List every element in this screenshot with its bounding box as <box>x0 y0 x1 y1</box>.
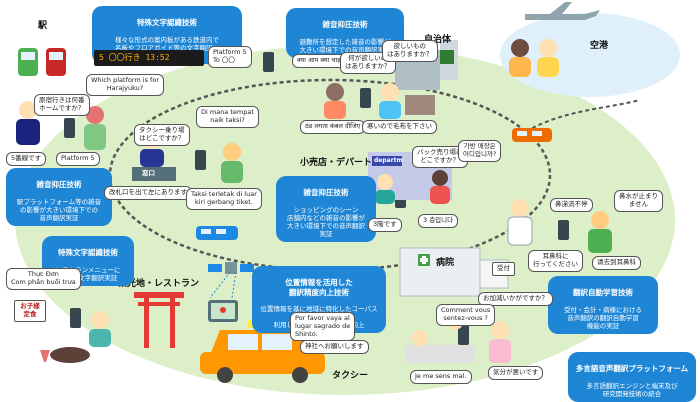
airport-area <box>500 13 680 97</box>
tech-sign-recognition-title: 特殊文字認識技術 <box>137 18 197 28</box>
bubble-platform5: Platform 5 <box>56 152 100 166</box>
tech-noise-shop: 雑音抑圧技術 ショッピングのシーン 店舗内などの雑音の影響が 大きい環境下での音… <box>276 176 376 243</box>
hospital-doctor <box>507 199 612 253</box>
tech-menu-recognition-body: レストランメニューに おける文字翻訳実証 <box>55 265 121 282</box>
departure-board: 5 〇〇行き 13:52 <box>94 50 204 66</box>
bubble-want2-ja: 欲しいもの はありますか？ <box>382 40 438 62</box>
taxi-car <box>200 320 325 383</box>
tech-noise-shop-body: ショッピングのシーン 店舗内などの雑音の影響が 大きい環境下での音声翻訳 実証 <box>287 205 365 238</box>
restaurant-scene <box>40 311 111 363</box>
bubble-ent-ja: 耳鼻科に 行ってください <box>528 250 583 272</box>
tech-platform-title: 多言語音声翻訳プラットフォーム <box>575 364 689 374</box>
label-local-gov: 自治体 <box>424 35 452 45</box>
reception-sign: 受付 <box>492 262 515 276</box>
bubble-nose-ja: 鼻水が止まり ません <box>614 190 663 212</box>
label-station: 駅 <box>38 21 48 31</box>
bubble-pt-q: Por favor vaya al lugar sagrado de Shint… <box>290 312 356 342</box>
tech-platform: 多言語音声翻訳プラットフォーム 多言語翻訳エンジンと端末及び 研究開発技術の統合 <box>568 352 696 402</box>
airplane-icon <box>525 2 600 20</box>
bubble-ent-cn: 请去到耳鼻科 <box>592 256 641 270</box>
bubble-how-feel-ja: お加減いかがですか？ <box>478 292 553 306</box>
blue-train-bottom <box>196 226 238 240</box>
bubble-fr-q: Comment vous sentez-vous ? <box>436 304 496 326</box>
department-store <box>368 152 452 204</box>
bubble-which-platform: Which platform is for Harajyuku? <box>86 74 164 96</box>
station-staff <box>16 101 106 150</box>
label-airport: 空港 <box>590 41 609 51</box>
tech-platform-body: 多言語翻訳エンジンと端末及び 研究開発技術の統合 <box>586 381 678 398</box>
bubble-hindi-a: ठंड लगता कंबल दीजिए <box>300 120 366 134</box>
airport-travellers <box>509 39 559 77</box>
station-trains <box>18 48 66 76</box>
label-sightseeing: 観光地・レストラン <box>118 279 200 289</box>
bubble-indo-q: Di mana tempat naik taksi? <box>196 106 259 128</box>
bubble-want-ja: 何が欲しいの はありますか？ <box>340 52 396 74</box>
bubble-korean-a: 3 층입니다 <box>418 214 459 228</box>
tech-location-title: 位置情報を活用した 翻訳精度向上技術 <box>285 278 353 297</box>
bubble-harajuku-ja: 原宿行きは何番 ホームですか？ <box>34 94 90 116</box>
bubble-viet-menu: Thực Đơn Com phần buổi trưa <box>6 268 81 290</box>
bubble-platform5-phone: Platform 5 To 〇〇 <box>208 46 252 68</box>
rail-to-airport <box>519 99 641 136</box>
tech-auto-learn-body: 受付・会計・病棟における 音声翻訳の翻訳自動学習 機能の実証 <box>564 305 642 330</box>
label-taxi: タクシー <box>332 371 369 381</box>
bubble-indo-a: Taksi terletak di luar kiri gerbang tike… <box>186 188 262 210</box>
bubble-nose-cn: 鼻涕流不停 <box>550 198 593 212</box>
bubble-third-floor-ja: 3階です <box>368 218 402 232</box>
bubble-fr-a: Je me sens mal. <box>410 370 472 384</box>
window-label: 窓口 <box>142 169 155 177</box>
tech-auto-learn-title: 翻訳自動学習技術 <box>573 288 633 298</box>
menu-card: お子様 定食 <box>14 300 46 322</box>
bubble-korean-q: 가방 매장은 어디입니까? <box>458 140 502 162</box>
tech-noise-shop-title: 雑音抑圧技術 <box>303 188 349 198</box>
bubble-ticket-gate-ja: 改札口を出て左にあります <box>104 186 192 200</box>
tech-noise-station-body: 駅プラットフォーム等の雑音 の影響が大きい環境下での 音声翻訳実証 <box>16 197 102 222</box>
tech-noise-station: 雑音抑圧技術 駅プラットフォーム等の雑音 の影響が大きい環境下での 音声翻訳実証 <box>6 168 112 226</box>
bubble-shrine-ja: 神社へお願いします <box>300 340 369 354</box>
tech-noise-gov-title: 雑音抑圧技術 <box>322 20 368 30</box>
tech-menu-recognition-title: 特殊文字認識技術 <box>58 248 118 258</box>
shop-sign: departm <box>374 157 403 164</box>
map-tablet <box>208 300 238 322</box>
tech-location: 位置情報を活用した 翻訳精度向上技術 位置情報を基に地域に特化したコーパスを 利… <box>252 266 386 334</box>
label-hospital: 病院 <box>436 258 455 268</box>
torii-gate-icon <box>134 292 184 348</box>
bubble-taxi-stand-ja: タクシー乗り場 はどこですか？ <box>134 124 190 146</box>
tech-noise-station-title: 雑音抑圧技術 <box>36 180 82 190</box>
label-retail: 小売店・デパート <box>300 158 373 168</box>
bubble-cold-ja: 寒いので毛布を下さい <box>362 120 437 134</box>
bubble-feel-bad-ja: 気分が悪いです <box>488 366 544 380</box>
bubble-track5: 5番線です <box>6 152 47 166</box>
shelter-people <box>324 83 435 119</box>
satellite-icon <box>208 262 254 299</box>
tech-noise-gov-body: 避難所を想定した雑音の影響が 大きい環境下での音声翻訳実証 <box>299 37 391 54</box>
tech-auto-learn: 翻訳自動学習技術 受付・会計・病棟における 音声翻訳の翻訳自動学習 機能の実証 <box>548 276 658 334</box>
orange-train-right <box>512 128 552 142</box>
